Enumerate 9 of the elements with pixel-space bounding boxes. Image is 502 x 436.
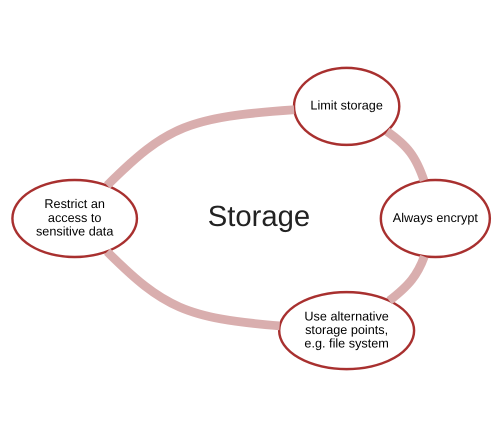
node-ellipse: Use alternative storage points, e.g. file system [278, 290, 416, 370]
node-ellipse: Always encrypt [380, 178, 492, 258]
connector [386, 254, 428, 304]
node-text: Storage [208, 200, 310, 232]
connector [384, 127, 428, 182]
connector [104, 104, 294, 188]
connector [104, 248, 280, 330]
node-ellipse: Limit storage [292, 66, 400, 146]
node-ellipse: Restrict an access to sensitive data [11, 178, 138, 258]
